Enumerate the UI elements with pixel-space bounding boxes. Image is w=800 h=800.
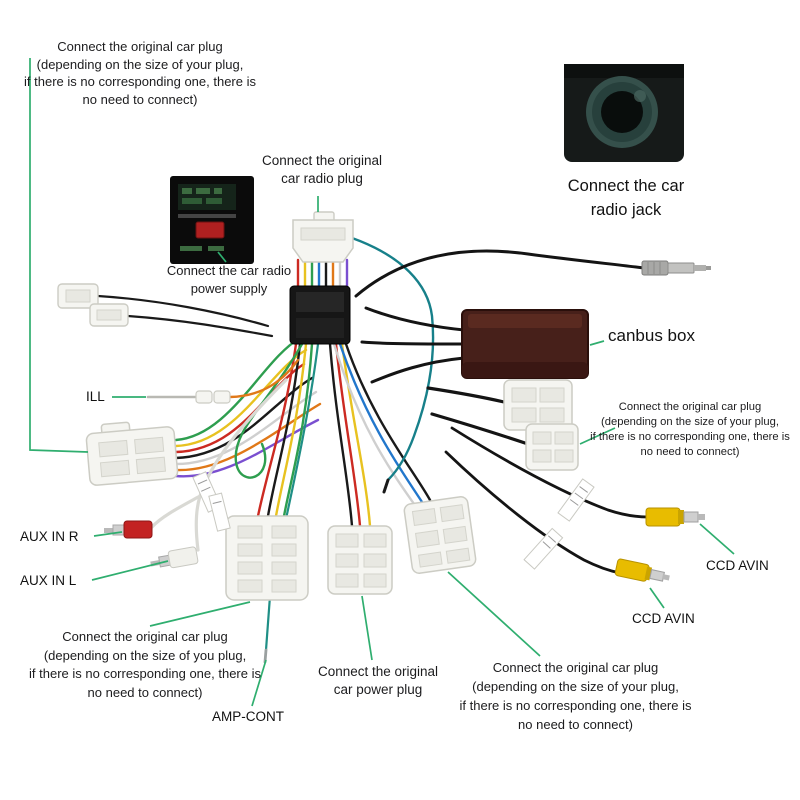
annotation-bottom-right-plug: Connect the original car plug (depending… (448, 658, 703, 734)
canbus-box (461, 309, 589, 379)
ccd-avin-right-label: CCD AVIN (706, 558, 769, 573)
wire-loom (96, 236, 650, 664)
annotation-line: if there is no corresponding one, there … (590, 431, 790, 443)
annotation-radio-jack: Connect the car radio jack (545, 174, 707, 222)
pointer-top-left-plug (29, 58, 89, 453)
annotation-line: Connect the original car plug (57, 39, 223, 54)
annotation-pointer-lines (29, 58, 735, 707)
radio-jack-photo (564, 64, 684, 162)
left-car-plug-connector (85, 421, 179, 486)
annotation-line: Connect the original (261, 153, 383, 168)
pointer-bottom-left-plug (149, 601, 251, 627)
pointer-canbus (589, 340, 605, 346)
annotation-line: no need to connect) (87, 684, 203, 700)
pointer-aux-r (93, 531, 123, 537)
aux-r-red-rca (104, 520, 153, 539)
annotation-line: (depending on the size of you plug, (43, 647, 247, 663)
pointer-ccd-bottom (649, 587, 665, 609)
cable-label-tags (192, 471, 595, 570)
canbus-box-label: canbus box (608, 326, 695, 345)
small-plug-connectors (57, 283, 129, 327)
annotation-line: no need to connect) (82, 91, 198, 107)
annotation-line: Connect the original car plug (492, 660, 659, 675)
annotation-bottom-left-plug: Connect the original car plug (depending… (25, 628, 265, 702)
annotation-line: Connect the original car plug (618, 401, 762, 413)
annotation-line: no need to connect) (640, 446, 740, 458)
annotation-line: car power plug (333, 681, 423, 697)
right-car-plug-connectors (503, 379, 579, 471)
car-radio-plug-connector (292, 211, 354, 263)
annotation-line: Connect the car (567, 177, 685, 195)
annotation-line: Connect the original car plug (62, 629, 228, 644)
annotation-line: Connect the car radio (166, 263, 292, 278)
annotation-line: if there is no corresponding one, there … (24, 74, 256, 89)
annotation-line: (depending on the size of your plug, (472, 679, 679, 694)
annotation-line: car radio plug (281, 170, 363, 186)
mid-car-plug-connector (403, 496, 477, 574)
annotation-radio-power: Connect the car radio power supply (143, 262, 315, 297)
iso-connector-block (289, 285, 351, 345)
radio-power-photo (170, 176, 254, 264)
aux-in-l-label: AUX IN L (20, 573, 77, 588)
pointer-power-plug (361, 595, 373, 661)
aux-l-white-rca (150, 546, 199, 569)
annotation-right-plug: Connect the original car plug (depending… (584, 400, 796, 460)
white-connectors (57, 211, 595, 601)
pointer-aux-l (91, 560, 169, 581)
ccd-avin-bottom-label: CCD AVIN (632, 611, 695, 626)
annotation-line: (depending on the size of your plug, (601, 416, 779, 428)
annotation-line: if there is no corresponding one, there … (459, 698, 692, 713)
ill-label: ILL (86, 389, 105, 404)
amp-cont-label: AMP-CONT (212, 709, 284, 724)
ccd-avin-yellow-rca-right (645, 507, 705, 527)
car-power-plug-connector (327, 525, 393, 595)
annotation-line: if there is no corresponding one, there … (29, 666, 261, 681)
pointer-right-plug (579, 427, 616, 445)
aux-in-r-label: AUX IN R (20, 529, 79, 544)
pointer-bottom-right-plug (447, 571, 541, 657)
annotation-line: power supply (190, 280, 268, 296)
annotation-power-plug: Connect the original car power plug (303, 663, 453, 698)
ill-inline-connector (195, 390, 231, 404)
big-car-plug-connector (225, 515, 309, 601)
antenna-plug (641, 260, 711, 276)
rca-connectors (104, 507, 705, 582)
annotation-line: (depending on the size of your plug, (36, 56, 244, 72)
annotation-radio-plug: Connect the original car radio plug (237, 152, 407, 187)
annotation-line: radio jack (590, 201, 662, 219)
pointer-amp-cont (251, 659, 267, 707)
ccd-avin-yellow-rca-bottom (614, 558, 670, 582)
annotation-top-left-plug: Connect the original car plug (depending… (15, 38, 265, 108)
annotation-line: Connect the original (317, 664, 439, 679)
pointer-ccd-right (699, 523, 735, 555)
pointer-radio-power (217, 251, 227, 263)
annotation-line: no need to connect) (518, 717, 633, 732)
